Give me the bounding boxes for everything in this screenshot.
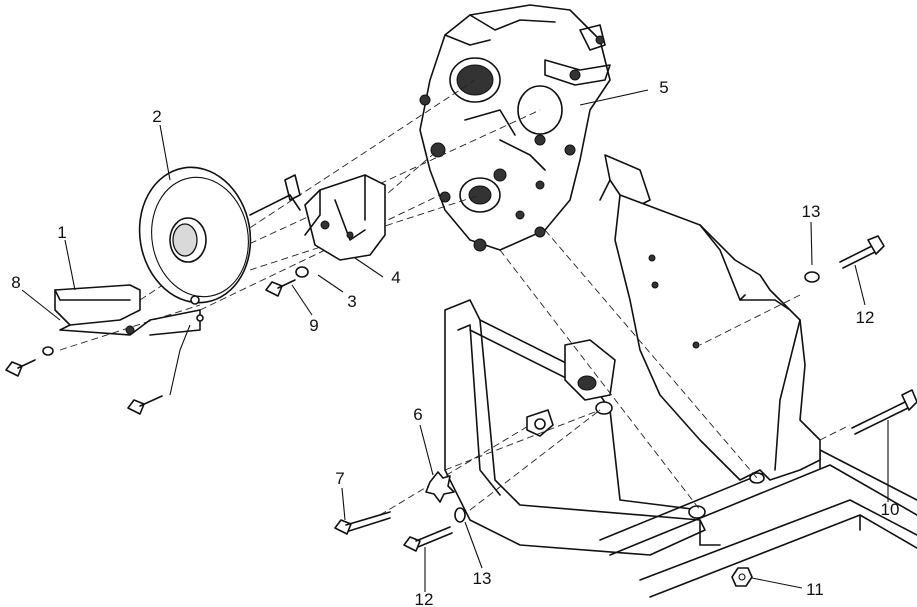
lower-left-bolt [127,399,145,415]
bolt-10 [901,389,917,411]
leader-lines [21,89,889,592]
star-washer-6 [425,471,455,503]
mounting-bracket [304,174,386,261]
callout-7: 7 [335,469,344,488]
left-washer [42,346,54,356]
callout-13-lower: 13 [473,569,492,588]
bolt-9 [265,281,283,297]
fasteners [5,235,917,587]
callout-1: 1 [57,223,66,242]
left-bracket [54,284,204,336]
drive-clutch [138,166,301,304]
chaincase-housing [419,4,611,252]
washer-13-upper [804,271,820,283]
callout-10: 10 [881,500,900,519]
callout-4: 4 [391,268,400,287]
callout-12-upper: 12 [856,308,875,327]
chassis-frame [444,154,917,598]
bolt-7 [334,519,352,535]
callout-12-lower: 12 [415,590,434,607]
callout-6: 6 [413,405,422,424]
washer-3 [295,266,309,278]
callout-5: 5 [659,78,668,97]
callout-8: 8 [11,273,20,292]
bolt-12-upper [867,235,885,255]
callout-2: 2 [152,107,161,126]
callout-13-upper: 13 [802,202,821,221]
callout-9: 9 [309,316,318,335]
nut-11 [731,567,753,587]
bolt-12-lower [403,536,421,552]
callouts: 1 2 3 4 5 6 7 8 9 10 11 12 12 13 13 [11,78,899,607]
left-bolt-head [5,361,23,377]
callout-3: 3 [347,292,356,311]
callout-11: 11 [806,580,824,599]
washer-13-lower [454,507,466,523]
